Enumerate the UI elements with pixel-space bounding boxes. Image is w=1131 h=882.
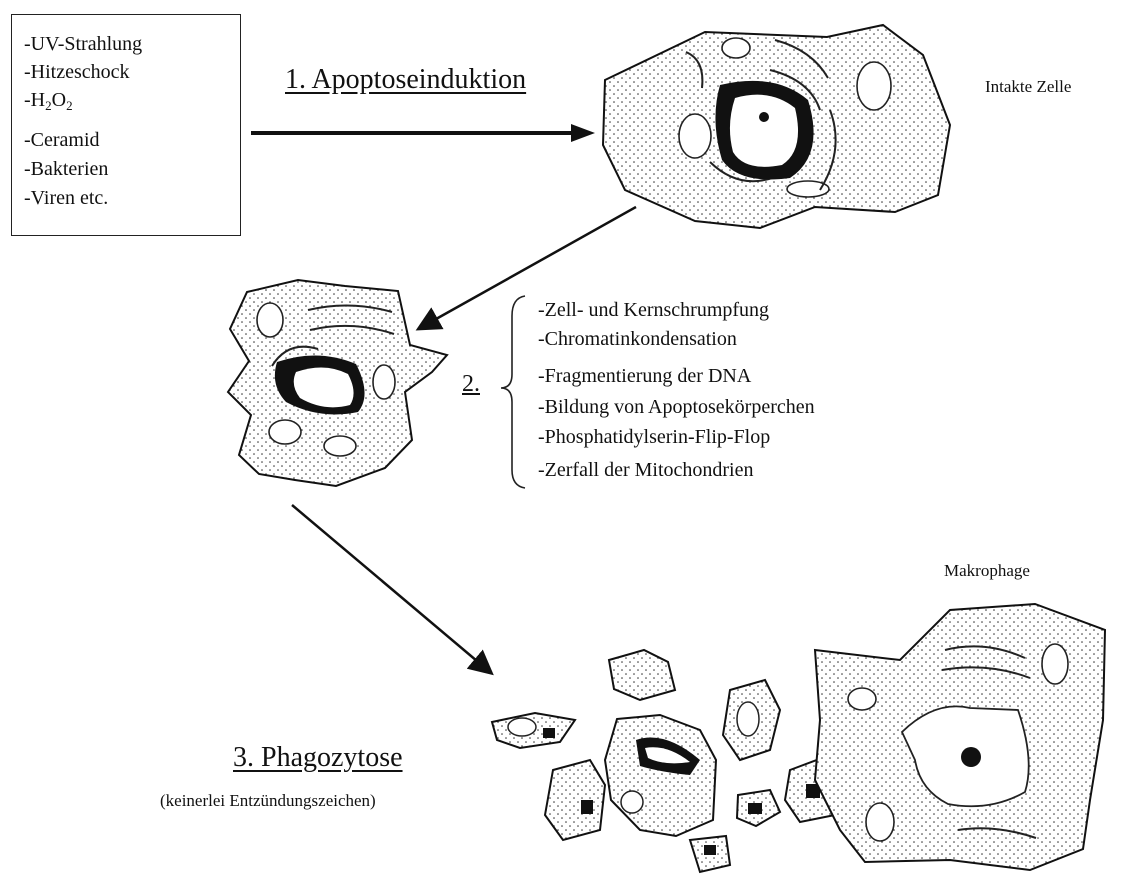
inducer-item-uv: -UV-Strahlung — [24, 33, 143, 55]
feature-shrinkage: -Zell- und Kernschrumpfung — [538, 299, 770, 321]
feature-chromatin: -Chromatinkondensation — [538, 328, 737, 350]
arrow-induction-head — [571, 124, 595, 142]
step3-note: (keinerlei Entzündungszeichen) — [160, 791, 376, 810]
step2-label: 2. — [462, 371, 480, 397]
arrow-to-phagocytosis — [291, 504, 494, 676]
inducer-item-ceramide: -Ceramid — [24, 129, 100, 151]
inducer-box — [11, 14, 241, 236]
shrinking-cell — [226, 278, 449, 488]
step2-brace — [500, 295, 526, 489]
inducer-item-h2o2: -H2O2 — [24, 89, 73, 113]
inducer-item-heat: -Hitzeschock — [24, 61, 130, 83]
feature-dna-fragmentation: -Fragmentierung der DNA — [538, 365, 752, 387]
apoptotic-bodies — [490, 648, 852, 874]
inducer-item-viruses: -Viren etc. — [24, 187, 109, 209]
feature-apoptotic-bodies: -Bildung von Apoptosekörperchen — [538, 396, 815, 418]
step1-label: 1. Apoptoseinduktion — [285, 64, 527, 95]
inducer-item-bacteria: -Bakterien — [24, 158, 109, 180]
intact-cell-label: Intakte Zelle — [985, 77, 1072, 96]
step3-label: 3. Phagozytose — [233, 742, 403, 773]
macrophage — [813, 602, 1107, 872]
feature-flip-flop: -Phosphatidylserin-Flip-Flop — [538, 426, 771, 448]
macrophage-label: Makrophage — [944, 561, 1030, 580]
intact-cell — [601, 23, 952, 230]
feature-mitochondria: -Zerfall der Mitochondrien — [538, 459, 754, 481]
